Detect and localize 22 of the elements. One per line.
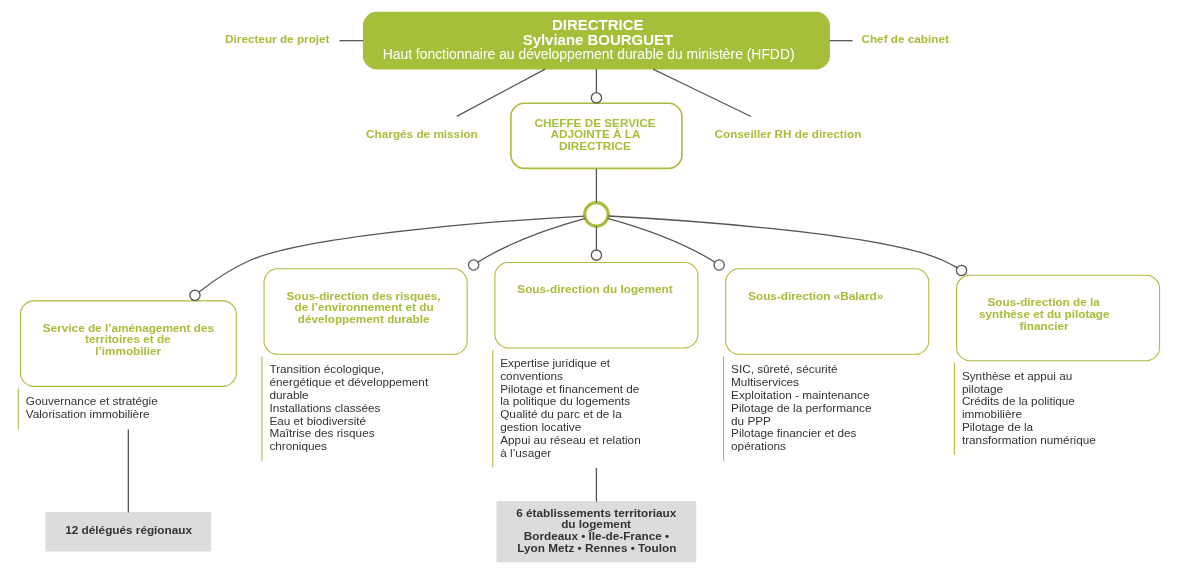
node-box: CHEFFE DE SERVICE ADJOINTE À LA DIRECTRICE bbox=[510, 102, 683, 170]
connector bbox=[652, 68, 752, 118]
connector bbox=[189, 215, 586, 302]
connector bbox=[590, 225, 603, 261]
connector bbox=[607, 215, 968, 277]
connector bbox=[456, 68, 546, 117]
connector bbox=[828, 40, 854, 42]
node-box: 12 délégués régionaux bbox=[45, 511, 212, 552]
connector bbox=[590, 68, 603, 104]
node-box: 6 établissements territoriaux du logement Bordeaux • Île-de-France • Lyon Metz • Rennes • Toulon bbox=[496, 501, 697, 563]
node-text: Chef de cabinet bbox=[861, 31, 949, 45]
connector bbox=[606, 217, 725, 271]
node-text: Directeur de projet bbox=[225, 31, 330, 45]
node-text: Conseiller RH de direction bbox=[714, 126, 862, 140]
node-text: Chargés de mission bbox=[366, 126, 478, 140]
connector bbox=[595, 467, 598, 503]
connector bbox=[338, 40, 364, 42]
connector bbox=[127, 428, 129, 514]
connector bbox=[467, 217, 586, 271]
connector bbox=[595, 168, 598, 203]
node-box: DIRECTRICE Sylviane BOURGUET Haut fonctionnaire au développement durable du ministère (HFDD) bbox=[362, 11, 830, 70]
node-circle bbox=[583, 200, 610, 228]
